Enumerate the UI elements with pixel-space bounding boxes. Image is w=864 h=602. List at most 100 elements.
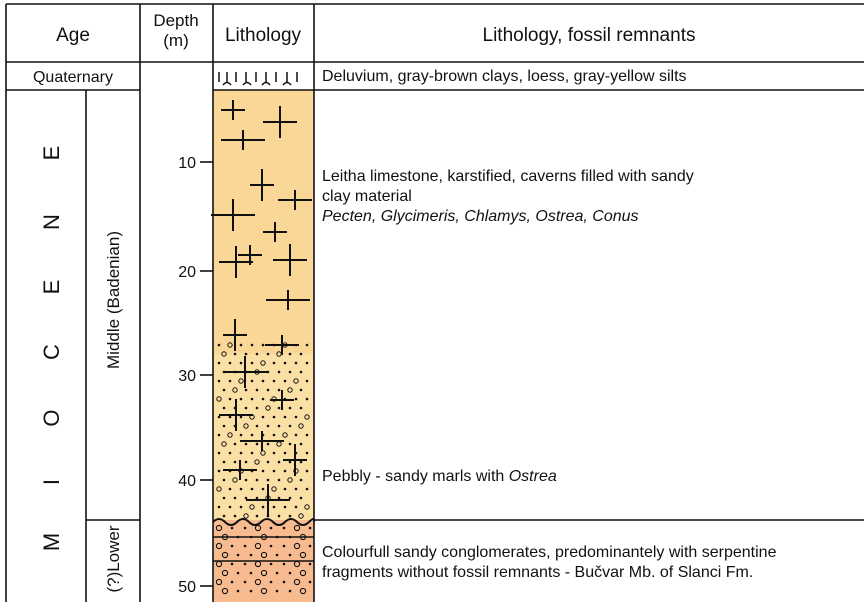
pebble-symbol: [249, 414, 255, 420]
sand-dot: [228, 451, 232, 455]
epoch-letter: N: [39, 214, 64, 230]
sand-dot: [277, 460, 281, 464]
pebble-symbol: [238, 468, 244, 474]
sand-dot: [239, 415, 243, 419]
pebble-symbol: [260, 551, 268, 559]
sand-dot: [277, 424, 281, 428]
sand-dot: [272, 469, 276, 473]
sand-dot: [272, 505, 276, 509]
sand-dot: [228, 487, 232, 491]
sand-dot: [233, 424, 237, 428]
sand-dot: [283, 505, 287, 509]
depth-unit: (m): [163, 31, 188, 50]
sand-dot: [283, 487, 287, 491]
limestone-description-line1: Leitha limestone, karstified, caverns fi…: [322, 168, 694, 185]
pebble-symbol: [254, 459, 260, 465]
sand-dot: [288, 589, 292, 593]
pebble-symbol: [260, 450, 266, 456]
sand-dot: [249, 553, 253, 557]
pebble-symbol: [227, 342, 233, 348]
sand-dot: [239, 397, 243, 401]
sand-dot: [266, 352, 270, 356]
conglomerate-description-line1: Colourfull sandy conglomerates, predomin…: [322, 544, 777, 561]
age-header: Age: [56, 25, 90, 46]
limestone-symbol: [265, 335, 299, 355]
pebble-symbol: [216, 396, 222, 402]
pebble-symbol: [215, 524, 223, 532]
pebble-symbol: [287, 477, 293, 483]
lithology-pattern: [211, 100, 312, 595]
sand-dot: [288, 514, 292, 518]
sand-dot: [217, 505, 221, 509]
sand-dot: [294, 433, 298, 437]
sand-dot: [261, 397, 265, 401]
limestone-symbol: [273, 244, 307, 276]
marl-unit: [213, 354, 314, 520]
stage-middle-badenian: Middle (Badenian): [104, 231, 123, 369]
sand-dot: [266, 460, 270, 464]
conglomerate-description-line2: fragments without fossil remnants - Bučv…: [322, 564, 753, 581]
pebble-symbol: [221, 587, 229, 595]
sand-dot: [308, 580, 312, 584]
epoch-letter: E: [39, 280, 64, 295]
pebble-symbol: [298, 423, 304, 429]
sand-dot: [288, 406, 292, 410]
depth-axis: 10 20 30 40 50: [178, 155, 213, 596]
epoch-letter: C: [39, 344, 64, 360]
sand-dot: [288, 352, 292, 356]
sand-dot: [283, 451, 287, 455]
sand-dot: [305, 451, 309, 455]
limestone-symbol: [263, 222, 287, 242]
limestone-symbol: [266, 290, 310, 310]
sand-dot: [283, 415, 287, 419]
sand-dot: [250, 469, 254, 473]
sand-dot: [294, 451, 298, 455]
sand-dot: [266, 424, 270, 428]
sand-dot: [230, 526, 234, 530]
sand-dot: [305, 397, 309, 401]
sand-dot: [244, 460, 248, 464]
sand-dot: [305, 469, 309, 473]
sand-dot: [250, 343, 254, 347]
limestone-symbol: [211, 199, 255, 231]
pebble-symbol: [243, 513, 249, 519]
pebble-symbol: [260, 569, 268, 577]
sand-dot: [305, 343, 309, 347]
sand-dot: [261, 505, 265, 509]
limestone-symbol: [278, 190, 312, 210]
pebble-symbol: [271, 396, 277, 402]
sand-dot: [222, 478, 226, 482]
sand-dot: [299, 496, 303, 500]
sand-dot: [277, 496, 281, 500]
sand-dot: [236, 589, 240, 593]
sand-dot: [261, 469, 265, 473]
sand-dot: [250, 379, 254, 383]
sand-dot: [222, 388, 226, 392]
sand-dot: [250, 397, 254, 401]
sand-dot: [244, 388, 248, 392]
marl-fossil: Ostrea: [509, 468, 557, 485]
sand-dot: [244, 352, 248, 356]
sand-dot: [250, 451, 254, 455]
pebble-symbol: [265, 495, 271, 501]
sand-dot: [299, 406, 303, 410]
sand-dot: [283, 469, 287, 473]
sand-dot: [244, 478, 248, 482]
sand-dot: [228, 469, 232, 473]
pebble-symbol: [265, 405, 271, 411]
pebble-symbol: [282, 342, 288, 348]
sand-dot: [283, 379, 287, 383]
epoch-label-miocene: M I O C E N E: [39, 146, 64, 552]
pebble-symbol: [254, 578, 262, 586]
limestone-unit: [213, 90, 314, 354]
sand-dot: [266, 514, 270, 518]
sand-dot: [233, 406, 237, 410]
sand-dot: [233, 514, 237, 518]
sand-dot: [266, 370, 270, 374]
sand-dot: [277, 406, 281, 410]
sand-dot: [275, 571, 279, 575]
pebble-symbol: [221, 569, 229, 577]
sand-dot: [236, 571, 240, 575]
pebble-symbol: [293, 468, 299, 474]
sand-dot: [308, 562, 312, 566]
